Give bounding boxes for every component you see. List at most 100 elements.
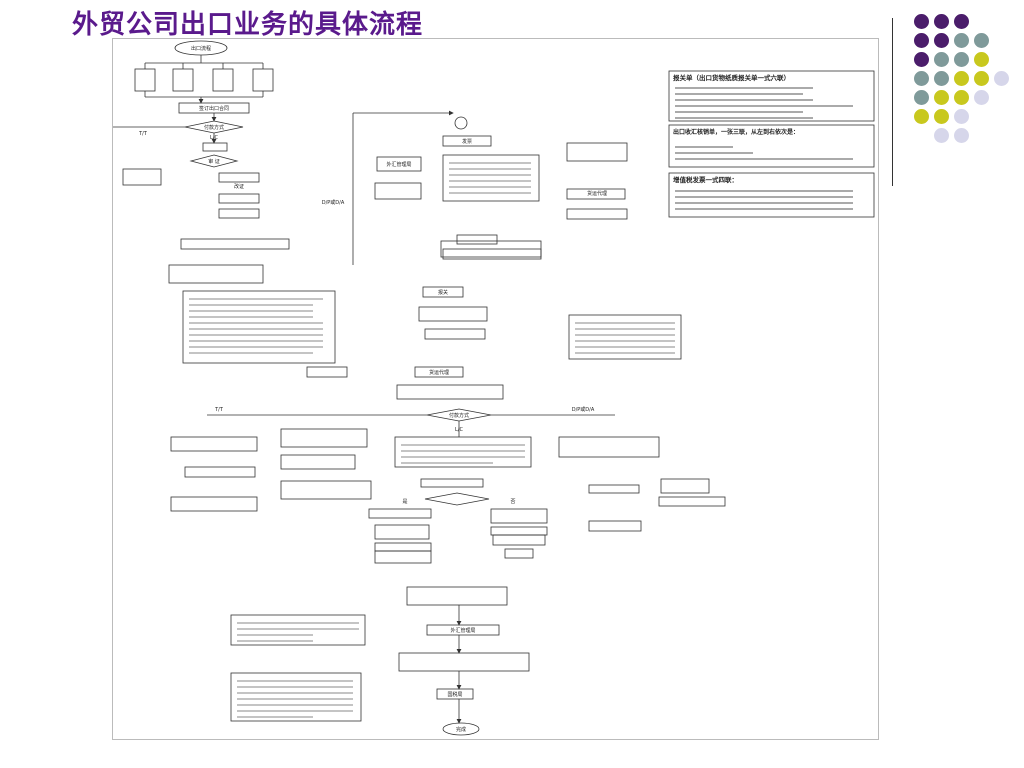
text-box bbox=[568, 314, 682, 360]
forwarder-label: 货运代理 bbox=[587, 190, 607, 197]
decorative-dot bbox=[914, 109, 929, 124]
note-verify-box bbox=[668, 124, 875, 168]
note-verify-title: 出口收汇核销单，一张三联，从左到右依次是： bbox=[673, 128, 799, 136]
start-label: 出口流程 bbox=[191, 45, 211, 52]
decorative-dot bbox=[914, 33, 929, 48]
decorative-dot bbox=[934, 128, 949, 143]
process-box bbox=[422, 286, 464, 298]
process-box bbox=[442, 248, 542, 260]
process-box bbox=[456, 234, 498, 245]
text-box bbox=[230, 672, 362, 722]
flowchart-image: 出口流程 签订出口合同 付款方式 L/C T/T 审 证 改证 D/P或D/A … bbox=[103, 38, 879, 740]
process-box bbox=[658, 496, 726, 507]
decorative-dot bbox=[954, 33, 969, 48]
decorative-dot bbox=[934, 14, 949, 29]
process-box bbox=[170, 496, 258, 512]
lc-branch-label: L/C bbox=[210, 135, 218, 141]
decision-node bbox=[424, 492, 490, 506]
process-box bbox=[374, 550, 432, 564]
process-box bbox=[168, 264, 264, 284]
process-box bbox=[420, 478, 484, 488]
box-text-lines bbox=[189, 162, 675, 718]
process-box bbox=[184, 466, 256, 478]
tt-branch-label-2: T/T bbox=[214, 407, 224, 413]
tax-bureau-label: 国税局 bbox=[447, 691, 462, 698]
process-box bbox=[134, 68, 156, 92]
process-box bbox=[368, 508, 432, 519]
process-box bbox=[566, 208, 628, 220]
decorative-dot bbox=[914, 52, 929, 67]
vertical-divider bbox=[892, 18, 893, 186]
process-box bbox=[218, 172, 260, 183]
note-customs-title: 报关单（出口货物纸质报关单一式六联） bbox=[673, 73, 790, 82]
text-box bbox=[182, 290, 336, 364]
decorative-dot bbox=[934, 71, 949, 86]
decorative-dot bbox=[974, 71, 989, 86]
process-box bbox=[418, 306, 488, 322]
yes-branch-label: 是 bbox=[402, 499, 407, 505]
note-lines bbox=[675, 87, 853, 210]
process-box bbox=[374, 542, 432, 552]
dpda-branch-label: D/P或D/A bbox=[322, 199, 345, 206]
process-box bbox=[660, 478, 710, 494]
process-box bbox=[424, 328, 486, 340]
decorative-dot bbox=[934, 90, 949, 105]
end-label: 完成 bbox=[456, 726, 466, 733]
process-box bbox=[218, 193, 260, 204]
process-box bbox=[414, 366, 464, 378]
decorative-dot bbox=[954, 90, 969, 105]
process-box bbox=[306, 366, 348, 378]
flowchart-svg: 出口流程 签订出口合同 付款方式 L/C T/T 审 证 改证 D/P或D/A … bbox=[103, 40, 875, 736]
process-box bbox=[566, 142, 628, 162]
process-box bbox=[426, 624, 500, 636]
process-box bbox=[566, 188, 626, 200]
text-box bbox=[280, 480, 372, 500]
process-box bbox=[180, 238, 290, 250]
process-box bbox=[436, 688, 474, 700]
process-box bbox=[504, 548, 534, 559]
process-box bbox=[212, 68, 234, 92]
forex-bureau-label-2: 外汇管理局 bbox=[450, 627, 475, 634]
process-box bbox=[490, 526, 548, 536]
text-box bbox=[398, 652, 530, 672]
decorative-dot bbox=[914, 14, 929, 29]
process-box bbox=[492, 534, 546, 546]
tt-branch-label: T/T bbox=[138, 131, 148, 137]
process-box bbox=[218, 208, 260, 219]
forwarder-label-2: 货运代理 bbox=[429, 369, 449, 376]
process-box bbox=[440, 240, 542, 258]
process-box bbox=[588, 484, 640, 494]
decision-node bbox=[189, 154, 239, 168]
process-box bbox=[252, 68, 274, 92]
text-box bbox=[394, 436, 532, 468]
decorative-dot bbox=[934, 33, 949, 48]
process-box bbox=[396, 384, 504, 400]
process-box bbox=[280, 428, 368, 448]
dpda-branch-label-2: D/P或D/A bbox=[572, 406, 595, 413]
decorative-dot bbox=[974, 33, 989, 48]
process-box bbox=[122, 168, 162, 186]
decorative-dot bbox=[914, 90, 929, 105]
process-box bbox=[588, 520, 642, 532]
process-box bbox=[172, 68, 194, 92]
note-customs-box bbox=[668, 70, 875, 122]
sign-contract-label: 签订出口合同 bbox=[199, 105, 229, 112]
invoice-label: 发票 bbox=[462, 138, 472, 145]
process-box bbox=[490, 508, 548, 524]
payment-method-label: 付款方式 bbox=[204, 124, 224, 131]
lc-branch-label-2: L/C bbox=[455, 427, 463, 433]
text-box bbox=[406, 586, 508, 606]
process-box bbox=[280, 454, 356, 470]
text-box bbox=[558, 436, 660, 458]
decorative-dot bbox=[954, 71, 969, 86]
decorative-dot bbox=[914, 71, 929, 86]
decorative-dot bbox=[934, 109, 949, 124]
note-vat-box bbox=[668, 172, 875, 218]
decorative-dot bbox=[954, 109, 969, 124]
no-branch-label: 否 bbox=[510, 499, 515, 505]
text-box bbox=[170, 436, 258, 452]
decorative-dot bbox=[954, 128, 969, 143]
text-box bbox=[442, 154, 540, 202]
payment-method-label-2: 付款方式 bbox=[449, 412, 469, 419]
process-box bbox=[374, 524, 430, 540]
